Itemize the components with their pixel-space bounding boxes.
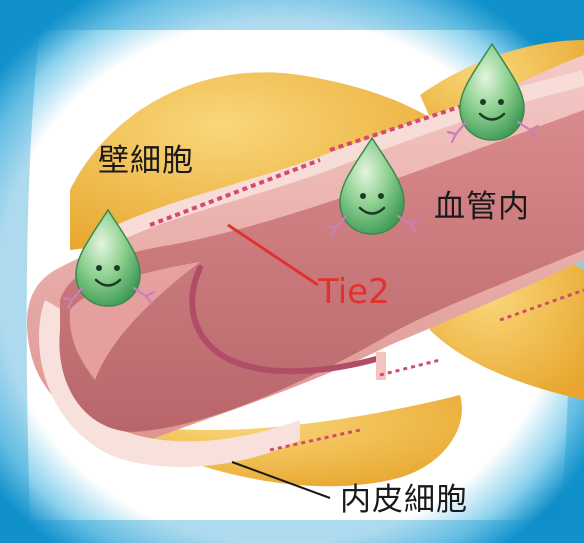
- lumen-label: 血管内: [434, 192, 530, 223]
- pericyte-label: 壁細胞: [98, 146, 194, 177]
- endothelial-cell-label: 内皮細胞: [340, 485, 468, 516]
- tie2-label: Tie2: [318, 275, 390, 309]
